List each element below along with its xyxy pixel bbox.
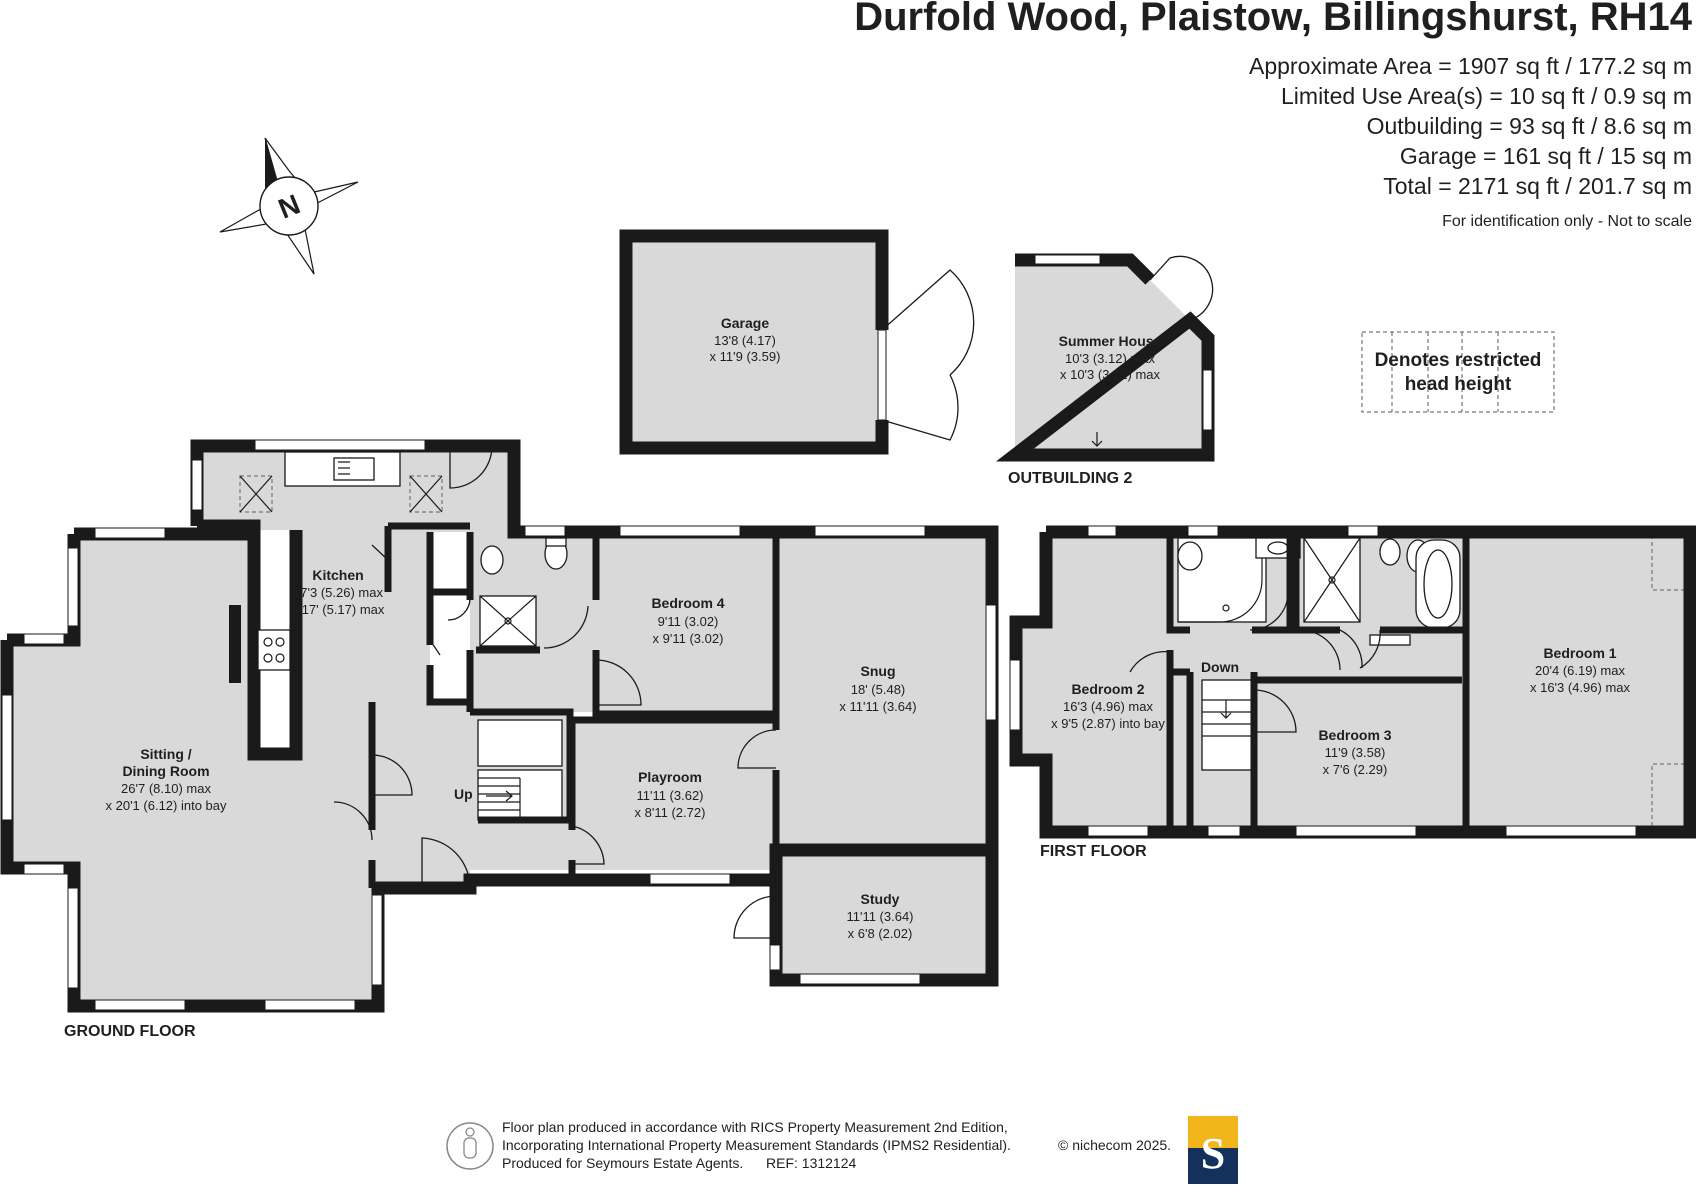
sitting-room-name-1: Sitting / bbox=[140, 746, 191, 762]
footer: Floor plan produced in accordance with R… bbox=[446, 1116, 1238, 1184]
garage-dim-2: x 11'9 (3.59) bbox=[710, 349, 781, 364]
area-limited-use: Limited Use Area(s) = 10 sq ft / 0.9 sq … bbox=[1281, 83, 1692, 109]
rics-person-icon bbox=[446, 1122, 494, 1170]
bedroom-3-dim-2: x 7'6 (2.29) bbox=[1323, 762, 1388, 777]
bedroom-4-name: Bedroom 4 bbox=[651, 595, 724, 611]
bedroom-1-dim-1: 20'4 (6.19) max bbox=[1535, 663, 1625, 678]
summer-house: Summer House 10'3 (3.12) max x 10'3 (3.1… bbox=[995, 253, 1215, 487]
bedroom-2-name: Bedroom 2 bbox=[1071, 681, 1144, 697]
playroom-name: Playroom bbox=[638, 769, 702, 785]
playroom-dim-2: x 8'11 (2.72) bbox=[635, 805, 706, 820]
bedroom-1-name: Bedroom 1 bbox=[1543, 645, 1616, 661]
garage-name: Garage bbox=[721, 315, 769, 331]
garage-dim-1: 13'8 (4.17) bbox=[714, 333, 776, 348]
seymours-logo: S bbox=[1188, 1116, 1238, 1184]
bedroom-4-dim-2: x 9'11 (3.02) bbox=[653, 631, 724, 646]
bedroom-2-dim-1: 16'3 (4.96) max bbox=[1063, 699, 1153, 714]
bedroom-2-dim-2: x 9'5 (2.87) into bay bbox=[1051, 716, 1165, 731]
summer-house-dim-2: x 10'3 (3.12) max bbox=[1060, 367, 1161, 382]
footer-copyright: © nichecom 2025. bbox=[1058, 1137, 1171, 1153]
study-dim-2: x 6'8 (2.02) bbox=[848, 926, 913, 941]
compass-north-icon: N bbox=[219, 137, 359, 275]
sitting-room-name-2: Dining Room bbox=[122, 763, 209, 779]
sitting-room-dim-2: x 20'1 (6.12) into bay bbox=[106, 798, 227, 813]
playroom-dim-1: 11'11 (3.62) bbox=[636, 788, 703, 803]
stairs-up-label: Up bbox=[454, 786, 473, 802]
area-outbuilding: Outbuilding = 93 sq ft / 8.6 sq m bbox=[1367, 113, 1692, 139]
sitting-room-dim-1: 26'7 (8.10) max bbox=[121, 781, 211, 796]
identification-note: For identification only - Not to scale bbox=[1442, 213, 1692, 230]
legend-line-1: Denotes restricted bbox=[1375, 350, 1542, 371]
outbuilding-label: OUTBUILDING 2 bbox=[1008, 470, 1133, 487]
bedroom-4-dim-1: 9'11 (3.02) bbox=[658, 614, 719, 629]
stairs-down-label: Down bbox=[1201, 659, 1239, 675]
bedroom-3-dim-1: 11'9 (3.58) bbox=[1325, 745, 1386, 760]
summer-house-name: Summer House bbox=[1059, 333, 1162, 349]
ground-floor-label: GROUND FLOOR bbox=[64, 1023, 196, 1040]
footer-line-3: Produced for Seymours Estate Agents. bbox=[502, 1155, 743, 1171]
footer-line-2: Incorporating International Property Mea… bbox=[502, 1137, 1011, 1153]
kitchen-name: Kitchen bbox=[312, 567, 363, 583]
snug-dim-2: x 11'11 (3.64) bbox=[839, 699, 916, 714]
first-floor: Bedroom 2 16'3 (4.96) max x 9'5 (2.87) i… bbox=[1009, 525, 1696, 860]
property-title: Durfold Wood, Plaistow, Billingshurst, R… bbox=[854, 0, 1693, 39]
bedroom-1-dim-2: x 16'3 (4.96) max bbox=[1530, 680, 1631, 695]
header: Durfold Wood, Plaistow, Billingshurst, R… bbox=[854, 0, 1693, 230]
footer-ref: REF: 1312124 bbox=[766, 1155, 856, 1171]
legend-line-2: head height bbox=[1405, 374, 1512, 395]
area-approximate: Approximate Area = 1907 sq ft / 177.2 sq… bbox=[1249, 53, 1692, 79]
logo-letter: S bbox=[1201, 1129, 1225, 1178]
study-dim-1: 11'11 (3.64) bbox=[846, 909, 913, 924]
footer-line-1: Floor plan produced in accordance with R… bbox=[502, 1119, 1008, 1135]
garage: Garage 13'8 (4.17) x 11'9 (3.59) bbox=[619, 229, 975, 455]
snug-name: Snug bbox=[861, 663, 896, 679]
restricted-height-legend: Denotes restricted head height bbox=[1361, 331, 1555, 413]
bedroom-3-name: Bedroom 3 bbox=[1318, 727, 1391, 743]
area-total: Total = 2171 sq ft / 201.7 sq m bbox=[1383, 173, 1692, 199]
study-name: Study bbox=[861, 891, 900, 907]
kitchen-dim-1: 17'3 (5.26) max bbox=[293, 585, 383, 600]
summer-house-dim-1: 10'3 (3.12) max bbox=[1065, 351, 1155, 366]
kitchen-dim-2: x 17' (5.17) max bbox=[292, 602, 385, 617]
area-garage: Garage = 161 sq ft / 15 sq m bbox=[1400, 143, 1692, 169]
ground-floor: Kitchen 17'3 (5.26) max x 17' (5.17) max… bbox=[0, 439, 999, 1040]
snug-dim-1: 18' (5.48) bbox=[851, 682, 906, 697]
first-floor-label: FIRST FLOOR bbox=[1040, 843, 1147, 860]
